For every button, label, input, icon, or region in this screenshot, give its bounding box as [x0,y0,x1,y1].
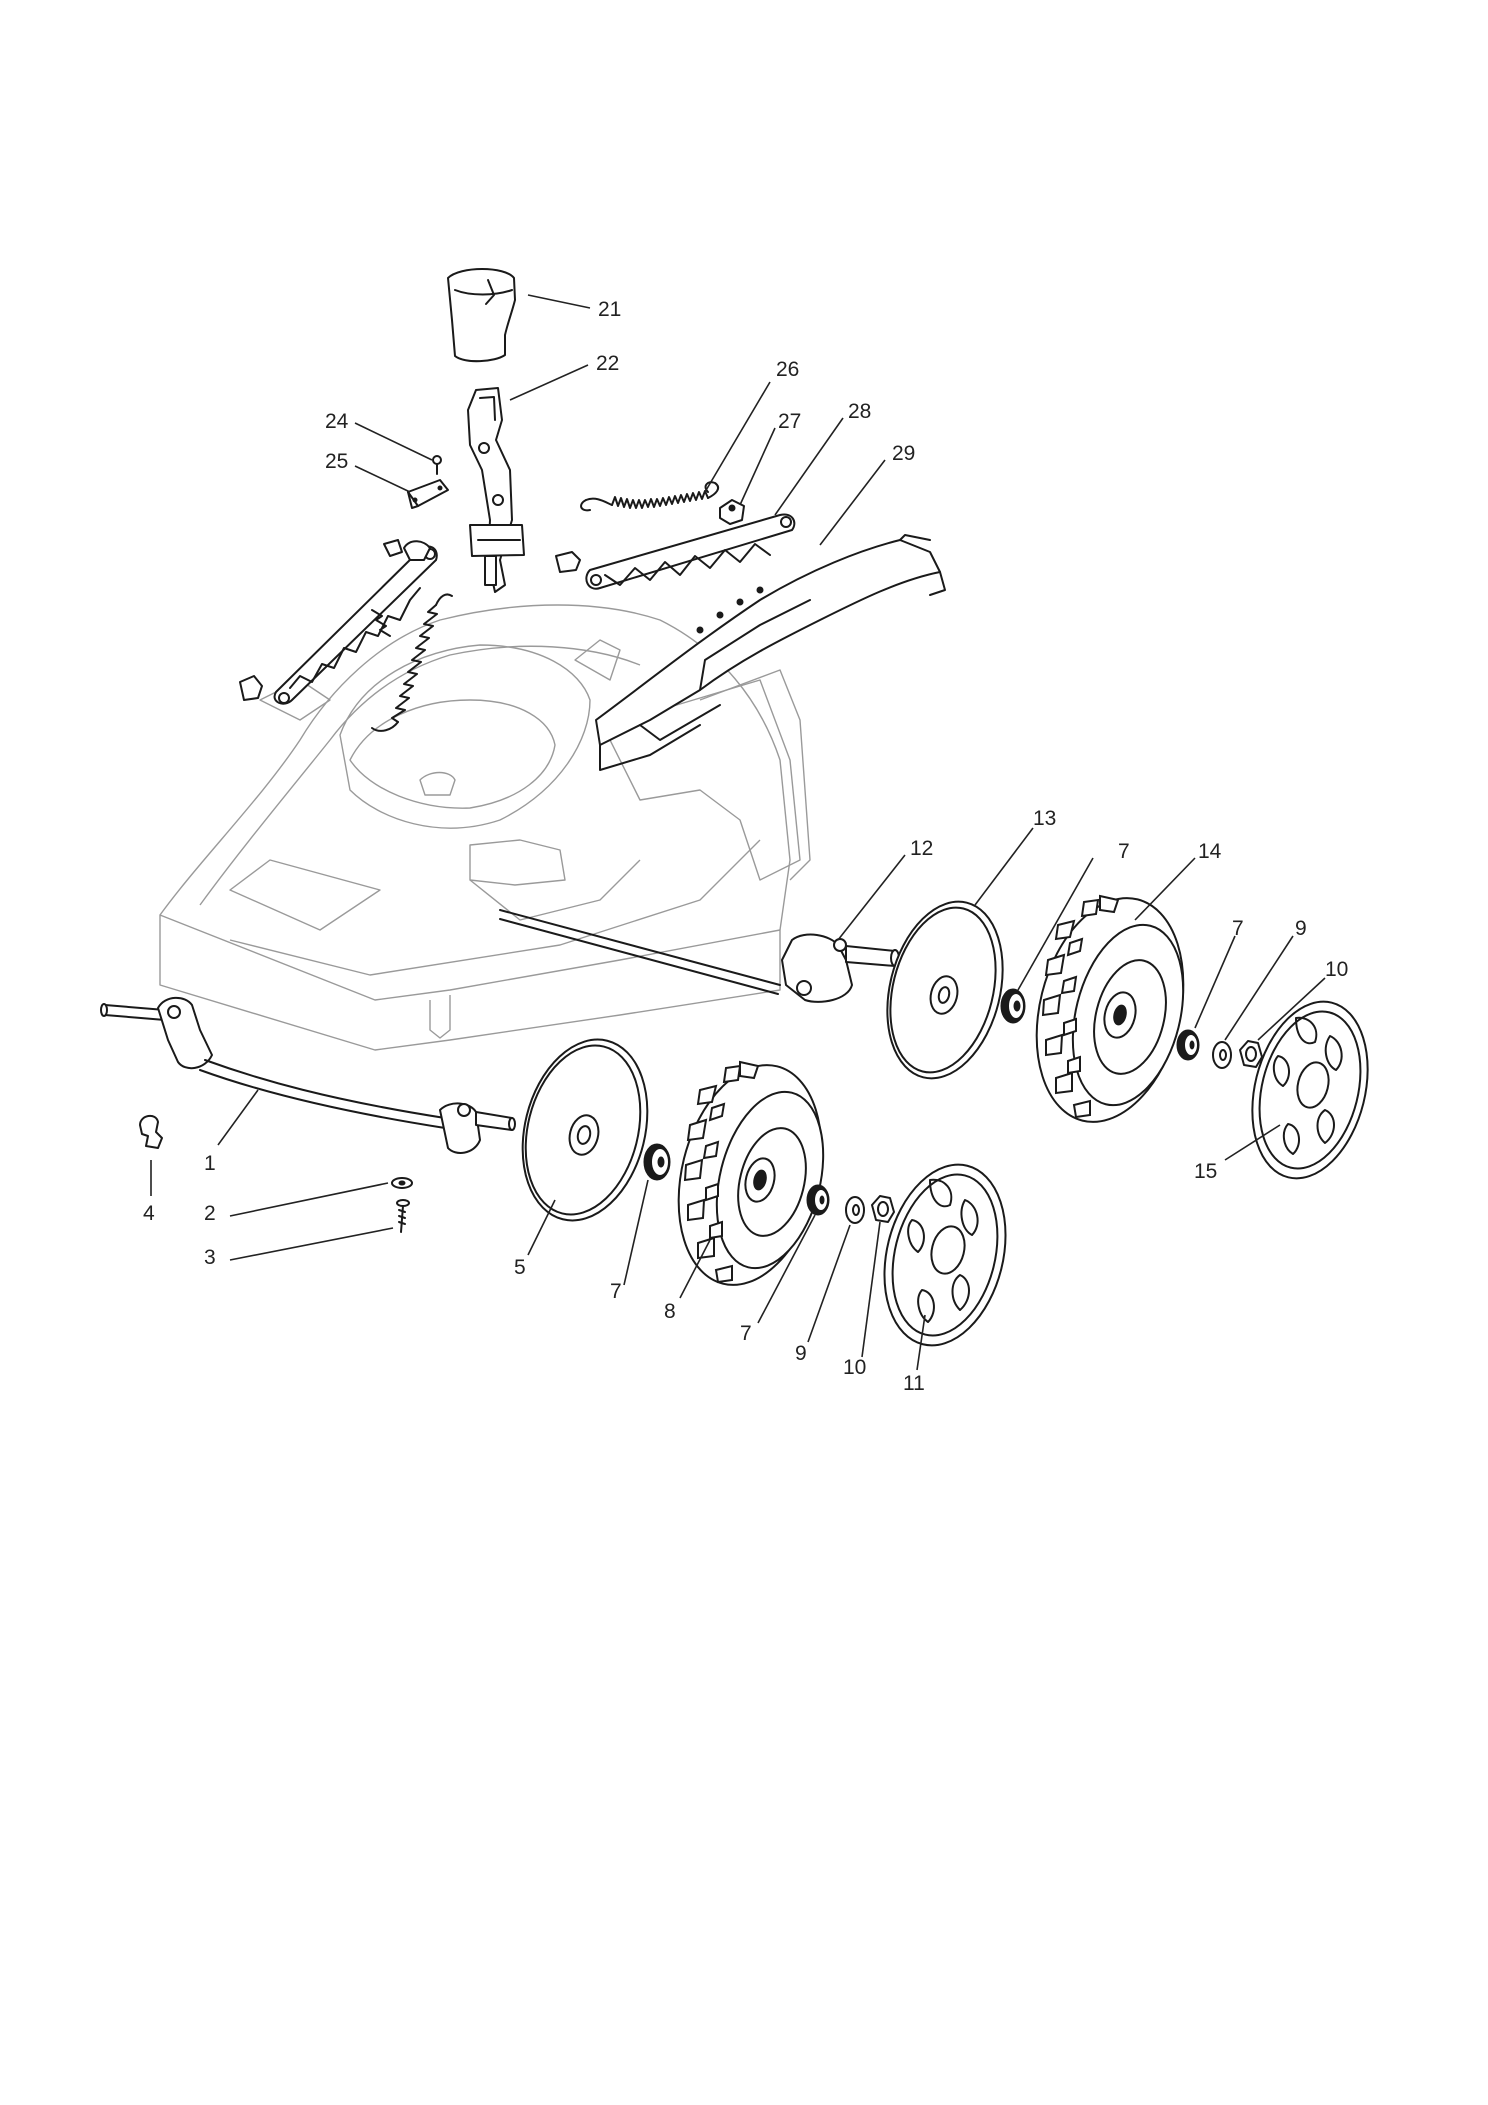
nut-10-rear [1239,1040,1263,1068]
callout-11: 11 [903,1372,925,1395]
callout-21: 21 [598,298,621,321]
callout-22: 22 [596,352,619,375]
callout-28: 28 [848,400,871,423]
spring-26 [580,481,719,512]
callout-1: 1 [204,1152,216,1175]
callout-13: 13 [1033,807,1056,830]
nut-10-front [871,1195,895,1223]
hubcap-5 [521,1038,649,1222]
callout-25: 25 [325,450,348,473]
callout-15: 15 [1194,1160,1217,1183]
mower-deck [159,604,811,1051]
callout-8: 8 [664,1300,676,1323]
callout-7-front-inner: 7 [610,1280,622,1303]
hubcap-13 [886,900,1004,1080]
clip-25 [407,479,449,509]
link-arm-left [239,539,438,705]
stop-27 [719,499,745,525]
hubcap-15 [1251,1000,1369,1180]
callout-24: 24 [325,410,349,433]
callout-3: 3 [204,1246,216,1269]
callout-9-front: 9 [795,1342,807,1365]
screw-3 [396,1199,410,1233]
callout-14: 14 [1198,840,1222,863]
callout-29: 29 [892,442,915,465]
callout-7-rear-inner: 7 [1118,840,1130,863]
callout-4: 4 [143,1202,155,1225]
callout-26: 26 [776,358,799,381]
callout-2: 2 [204,1202,216,1225]
height-lever [467,387,525,593]
callout-12: 12 [910,837,933,860]
callout-10-rear: 10 [1325,958,1348,981]
washer-9-rear [1212,1041,1232,1069]
bearing-7-front-inner [643,1143,671,1181]
link-arm-28 [555,513,796,590]
washer-9-front [845,1196,865,1224]
leader-lines [150,294,1326,1371]
front-axle [100,996,516,1154]
bearing-7-front-outer [806,1184,830,1216]
callout-5: 5 [514,1256,526,1279]
wheel-8 [677,1060,825,1286]
callout-7-front-outer: 7 [740,1322,752,1345]
callout-27: 27 [778,410,801,433]
callout-10-front: 10 [843,1356,866,1379]
spring-left [371,593,453,732]
clip-4 [139,1114,163,1149]
screw-24 [432,455,442,475]
bearing-7-rear-inner [1000,988,1026,1024]
bearing-7-rear-outer [1176,1029,1200,1061]
hubcap-11 [883,1163,1007,1347]
lever-knob [447,268,516,363]
washer-2 [391,1177,413,1189]
wheel-14 [1035,894,1185,1123]
callout-7-rear-outer: 7 [1232,917,1244,940]
callout-9-rear: 9 [1295,917,1307,940]
rear-axle [499,909,900,1003]
callout-labels: 21 22 24 25 26 27 28 29 12 13 7 14 7 9 1… [143,298,1348,1395]
cover-29 [595,534,946,771]
